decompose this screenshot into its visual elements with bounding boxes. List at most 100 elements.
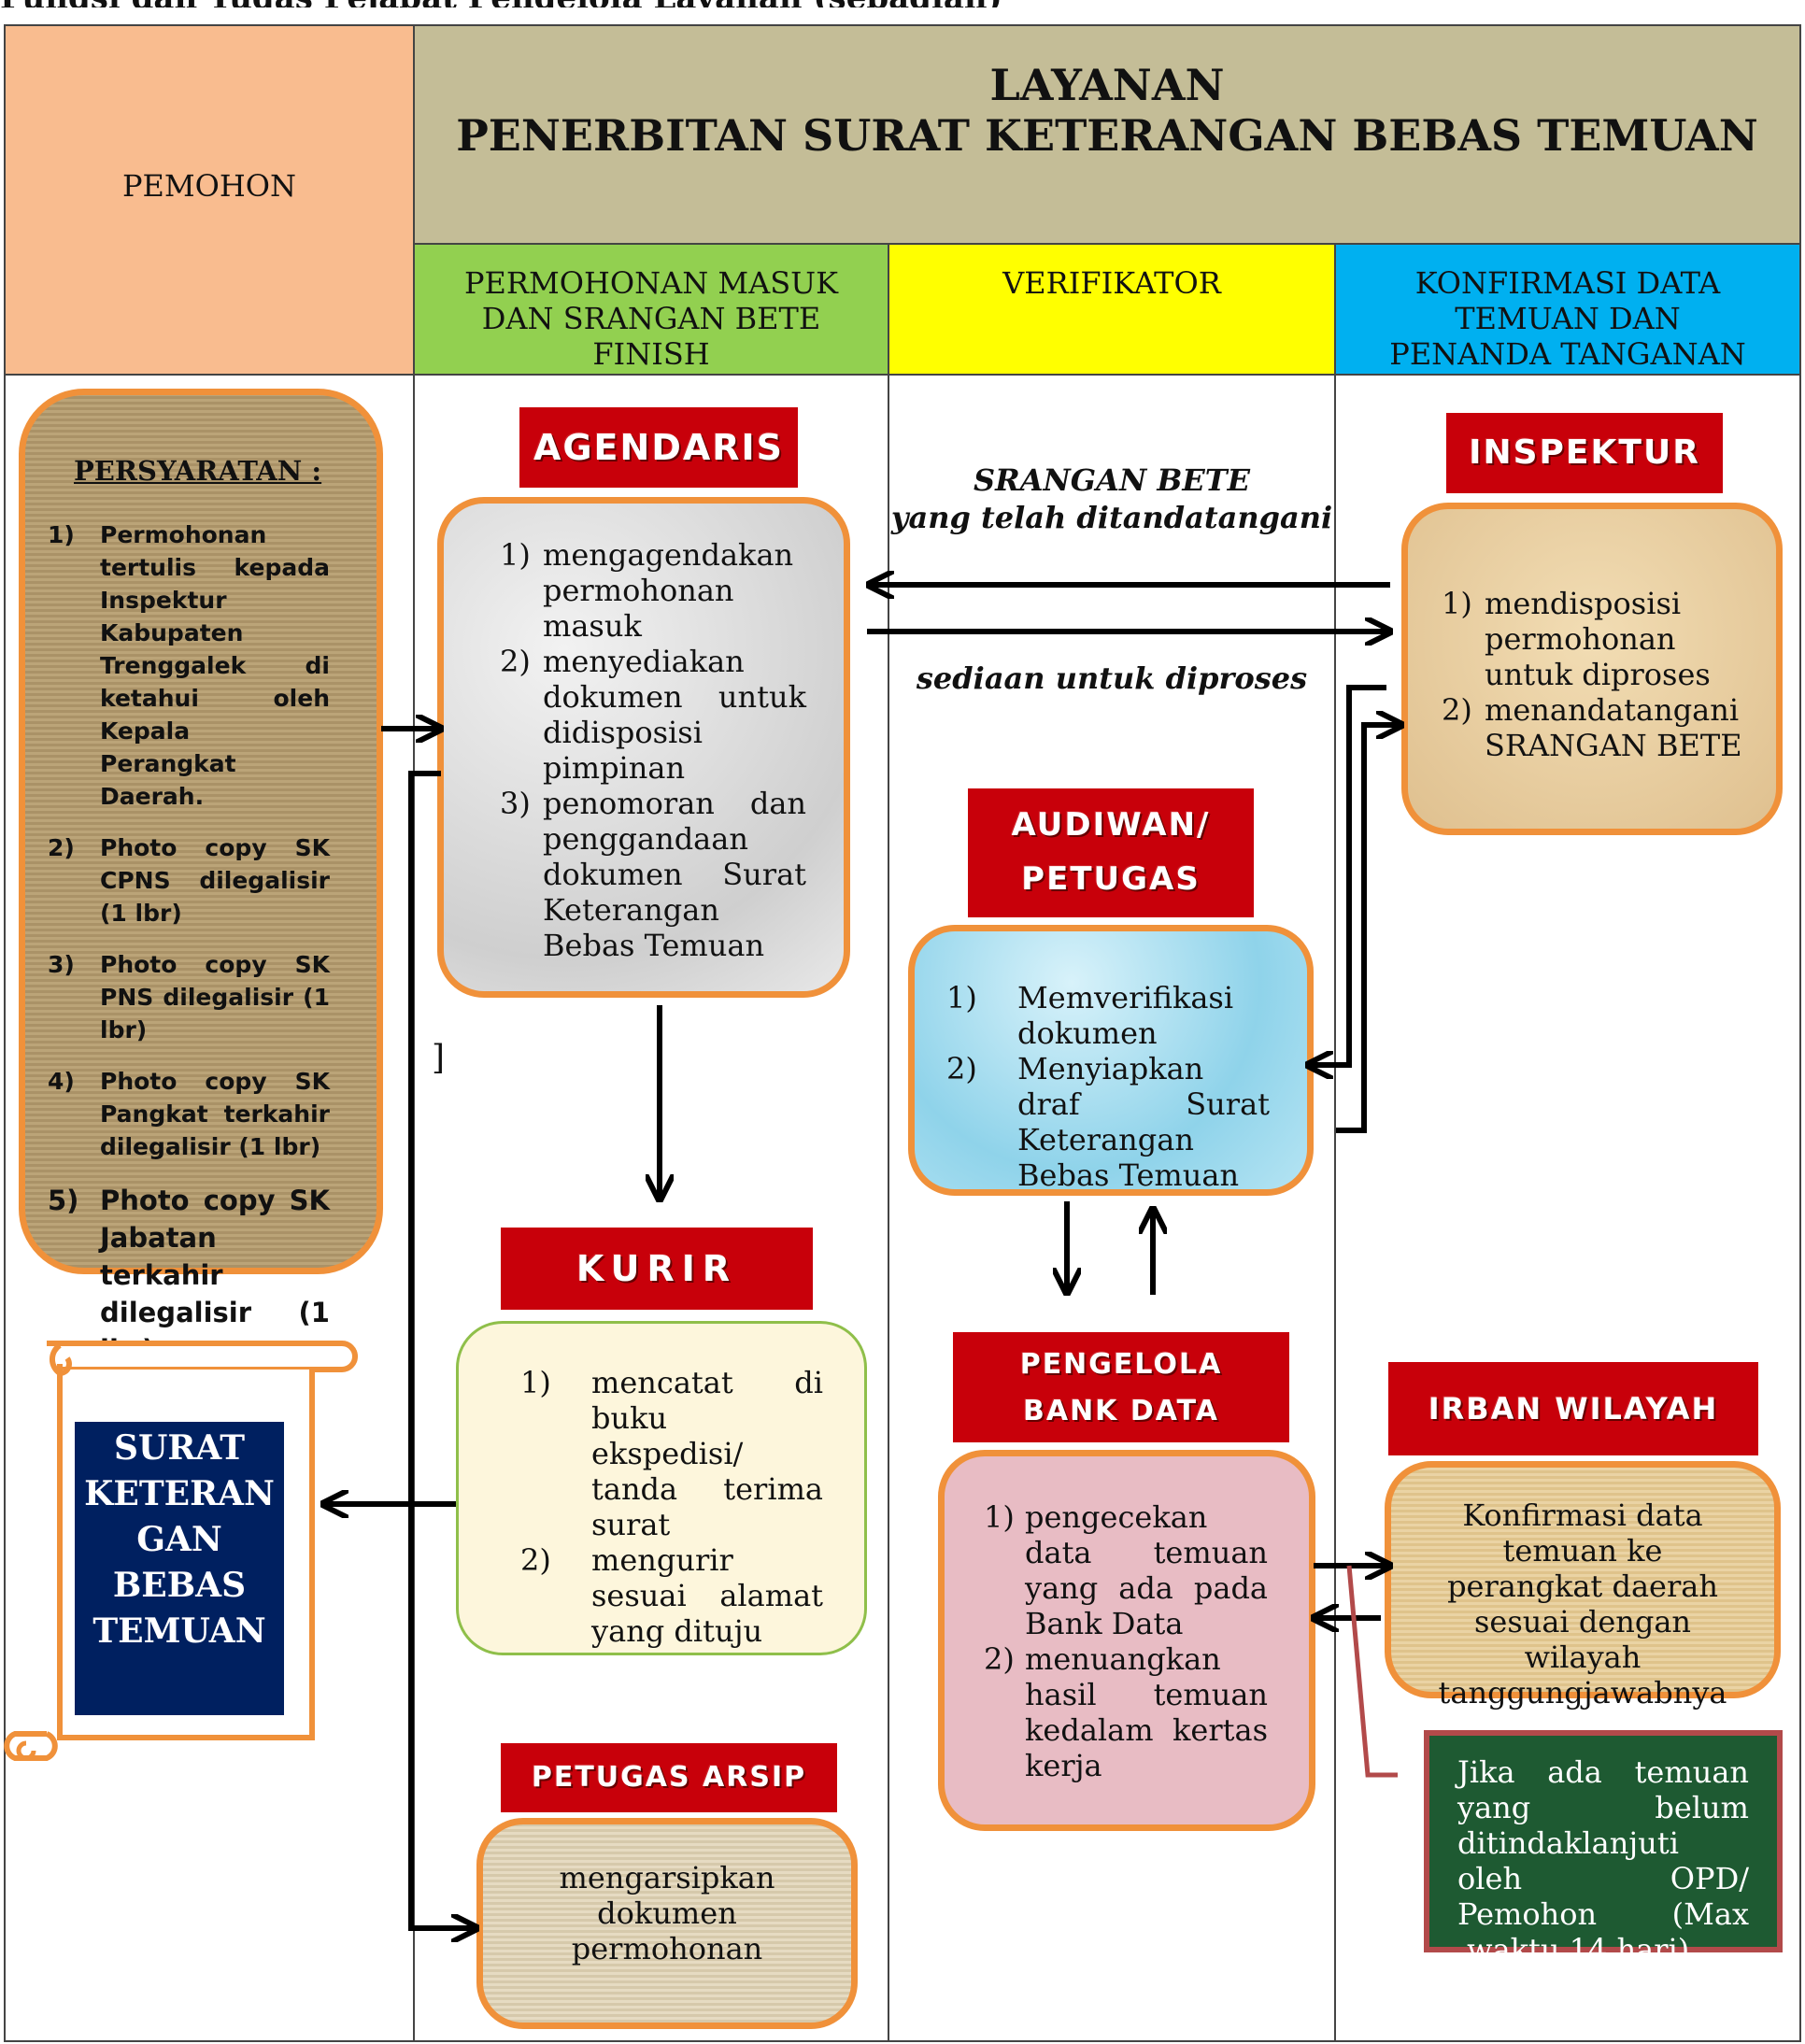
col-header-verifikator-text: VERIFIKATOR — [1002, 265, 1221, 301]
step-item: 3) penomoran dan penggandaan dokumen Sura… — [500, 786, 806, 963]
output-doc-title-block: SURAT KETERAN GAN BEBAS TEMUAN — [75, 1422, 284, 1715]
step-text: mencatat di buku ekspedisi/ tanda terima… — [591, 1365, 823, 1542]
note-text: Jika ada temuan yang belum ditindaklanju… — [1457, 1754, 1749, 1967]
step-text: Menyiapkan draf Surat Keterangan Bebas T… — [1017, 1051, 1270, 1193]
step-text: menyediakan dokumen untuk didisposisi pi… — [543, 644, 806, 786]
kurir-steps: 1) mencatat di buku ekspedisi/ tanda teri… — [520, 1365, 823, 1649]
step-item: 2) mengurir sesuai alamat yang dituju — [520, 1542, 823, 1649]
step-number: 2) — [984, 1641, 1015, 1677]
step-text: Photo copy SK Pangkat terkahir dilegalis… — [100, 1068, 330, 1160]
step-text: Photo copy SK CPNS dilegalisir (1 lbr) — [100, 834, 330, 927]
step-item: 4) Photo copy SK Pangkat terkahir dilegal… — [48, 1065, 330, 1163]
col-header-konfirmasi-text: KONFIRMASI DATA TEMUAN DAN PENANDA TANGA… — [1389, 265, 1746, 372]
col-header-konfirmasi: KONFIRMASI DATA TEMUAN DAN PENANDA TANGA… — [1334, 243, 1801, 376]
step-item: 1) mencatat di buku ekspedisi/ tanda teri… — [520, 1365, 823, 1542]
arrow-label-bottom: sediaan untuk diproses — [916, 660, 1308, 696]
step-item: 2) Photo copy SK CPNS dilegalisir (1 lbr) — [48, 831, 330, 930]
step-number: 3) — [500, 786, 531, 821]
inspektur-box: 1)mendisposisi permohonan untuk diproses… — [1401, 503, 1783, 835]
irban-label: IRBAN WILAYAH — [1388, 1362, 1758, 1455]
output-doc-line: TEMUAN — [92, 1611, 266, 1651]
bankdata-box: 1) pengecekan data temuan yang ada pada B… — [938, 1450, 1315, 1831]
output-scroll-document: SURAT KETERAN GAN BEBAS TEMUAN — [4, 1327, 359, 1766]
agendaris-steps: 1) mengagendakan permohonan masuk 2) menyed… — [500, 537, 806, 963]
step-item: 2) menuangkan hasil temuan kedalam kertas… — [984, 1641, 1268, 1783]
note-callout-line — [1346, 1565, 1398, 1778]
arrow-inspektur-to-audiwan — [1308, 685, 1386, 1065]
inspektur-label: INSPEKTUR — [1446, 413, 1723, 493]
step-item: 1) mengagendakan permohonan masuk — [500, 537, 806, 644]
title-header: LAYANAN PENERBITAN SURAT KETERANGAN BEBA… — [413, 24, 1801, 245]
step-number: 2) — [1442, 692, 1472, 728]
arrow-label-top: SRANGAN BETE yang telah ditandatangani — [888, 461, 1336, 536]
arrow-label-top-line2: yang telah ditandatangani — [890, 500, 1333, 535]
step-text: Photo copy SK PNS dilegalisir (1 lbr) — [100, 951, 330, 1043]
step-text: Permohonan tertulis kepada Inspektur Kab… — [100, 521, 330, 810]
step-text: pengecekan data temuan yang ada pada Ban… — [1025, 1499, 1268, 1641]
step-number: 1) — [1442, 586, 1472, 621]
step-item: 1) pengecekan data temuan yang ada pada B… — [984, 1499, 1268, 1641]
step-text: Memverifikasi dokumen — [1017, 980, 1234, 1051]
persyaratan-list: 1) Permohonan tertulis kepada Inspektur K… — [48, 518, 330, 1369]
persyaratan-title: PERSYARATAN : — [74, 455, 322, 487]
step-number: 1) — [48, 521, 75, 548]
petugas-arsip-label: PETUGAS ARSIP — [501, 1743, 837, 1812]
top-cropped-text: Fungsi dan Tugas Pejabat Pengelola Layan… — [0, 0, 1805, 7]
kurir-label: KURIR — [501, 1228, 813, 1310]
persyaratan-box: PERSYARATAN : 1) Permohonan tertulis kepa… — [19, 389, 383, 1366]
step-text: penomoran dan penggandaan dokumen Surat … — [543, 786, 806, 963]
bankdata-label: PENGELOLA BANK DATA — [953, 1332, 1289, 1442]
audiwan-label: AUDIWAN/ PETUGAS — [968, 788, 1254, 917]
audiwan-steps: 1) Memverifikasi dokumen 2) Menyiapkan draf… — [946, 980, 1270, 1193]
step-item: 1) Permohonan tertulis kepada Inspektur K… — [48, 518, 330, 813]
step-number: 1) — [520, 1365, 551, 1400]
irban-text: Konfirmasi data temuan ke perangkat daer… — [1438, 1498, 1727, 1710]
step-text: mengagendakan permohonan masuk — [543, 537, 794, 644]
step-number: 3) — [48, 951, 75, 978]
step-item: 1)mendisposisi permohonan untuk diproses — [1442, 586, 1748, 692]
step-text: Photo copy SK Jabatan terkahir dilegalis… — [100, 1185, 330, 1366]
step-number: 5) — [48, 1185, 79, 1216]
page-title-line1: LAYANAN — [989, 60, 1225, 110]
petugas-arsip-box: mengarsipkan dokumen permohonan — [476, 1818, 858, 2029]
petugas-arsip-text: mengarsipkan dokumen permohonan — [559, 1860, 775, 1966]
step-number: 1) — [984, 1499, 1015, 1535]
arrow-to-arsip — [408, 771, 476, 1928]
step-item: 3) Photo copy SK PNS dilegalisir (1 lbr) — [48, 948, 330, 1046]
pemohon-header: PEMOHON — [4, 24, 415, 376]
step-number: 4) — [48, 1068, 75, 1095]
inspektur-steps: 1)mendisposisi permohonan untuk diproses… — [1442, 586, 1748, 763]
step-number: 2) — [520, 1542, 551, 1578]
audiwan-box: 1) Memverifikasi dokumen 2) Menyiapkan draf… — [908, 925, 1314, 1196]
note-chalkboard: Jika ada temuan yang belum ditindaklanju… — [1424, 1730, 1783, 1967]
audiwan-label-line1: AUDIWAN/ — [1011, 806, 1211, 844]
col-header-agendaris-text: PERMOHONAN MASUK DAN SRANGAN BETE FINISH — [463, 265, 839, 372]
pemohon-title: PEMOHON — [121, 168, 297, 204]
step-text: menandatangani SRANGAN BETE — [1485, 692, 1742, 763]
col-header-verifikator: VERIFIKATOR — [888, 243, 1336, 376]
step-text: menuangkan hasil temuan kedalam kertas k… — [1025, 1641, 1268, 1783]
output-doc-line: KETERAN — [84, 1474, 275, 1513]
output-doc-line: GAN — [136, 1520, 222, 1559]
step-item: 2) Menyiapkan draf Surat Keterangan Bebas… — [946, 1051, 1270, 1193]
page-title-line2: PENERBITAN SURAT KETERANGAN BEBAS TEMUAN — [456, 110, 1758, 161]
bankdata-label-line2: BANK DATA — [1022, 1395, 1220, 1427]
arrow-audiwan-to-inspektur — [1336, 725, 1401, 1133]
step-number: 2) — [500, 644, 531, 679]
agendaris-box: 1) mengagendakan permohonan masuk 2) menyed… — [437, 497, 850, 998]
step-item: 2) menyediakan dokumen untuk didisposisi … — [500, 644, 806, 786]
step-number: 1) — [500, 537, 531, 573]
step-number: 1) — [946, 980, 977, 1015]
step-text: mengurir sesuai alamat yang dituju — [591, 1542, 823, 1649]
audiwan-label-line2: PETUGAS — [1021, 860, 1201, 898]
step-number: 2) — [48, 834, 75, 861]
output-doc-line: SURAT — [113, 1428, 246, 1468]
step-number: 2) — [946, 1051, 977, 1086]
arrow-label-top-line1: SRANGAN BETE — [974, 462, 1250, 498]
bracket-mark: ] — [432, 1039, 446, 1077]
step-item: 5) Photo copy SK Jabatan terkahir dilegal… — [48, 1182, 330, 1369]
output-doc-line: BEBAS — [112, 1566, 247, 1605]
lane-konfirmasi — [1334, 374, 1801, 2042]
irban-box: Konfirmasi data temuan ke perangkat daer… — [1385, 1461, 1781, 1710]
